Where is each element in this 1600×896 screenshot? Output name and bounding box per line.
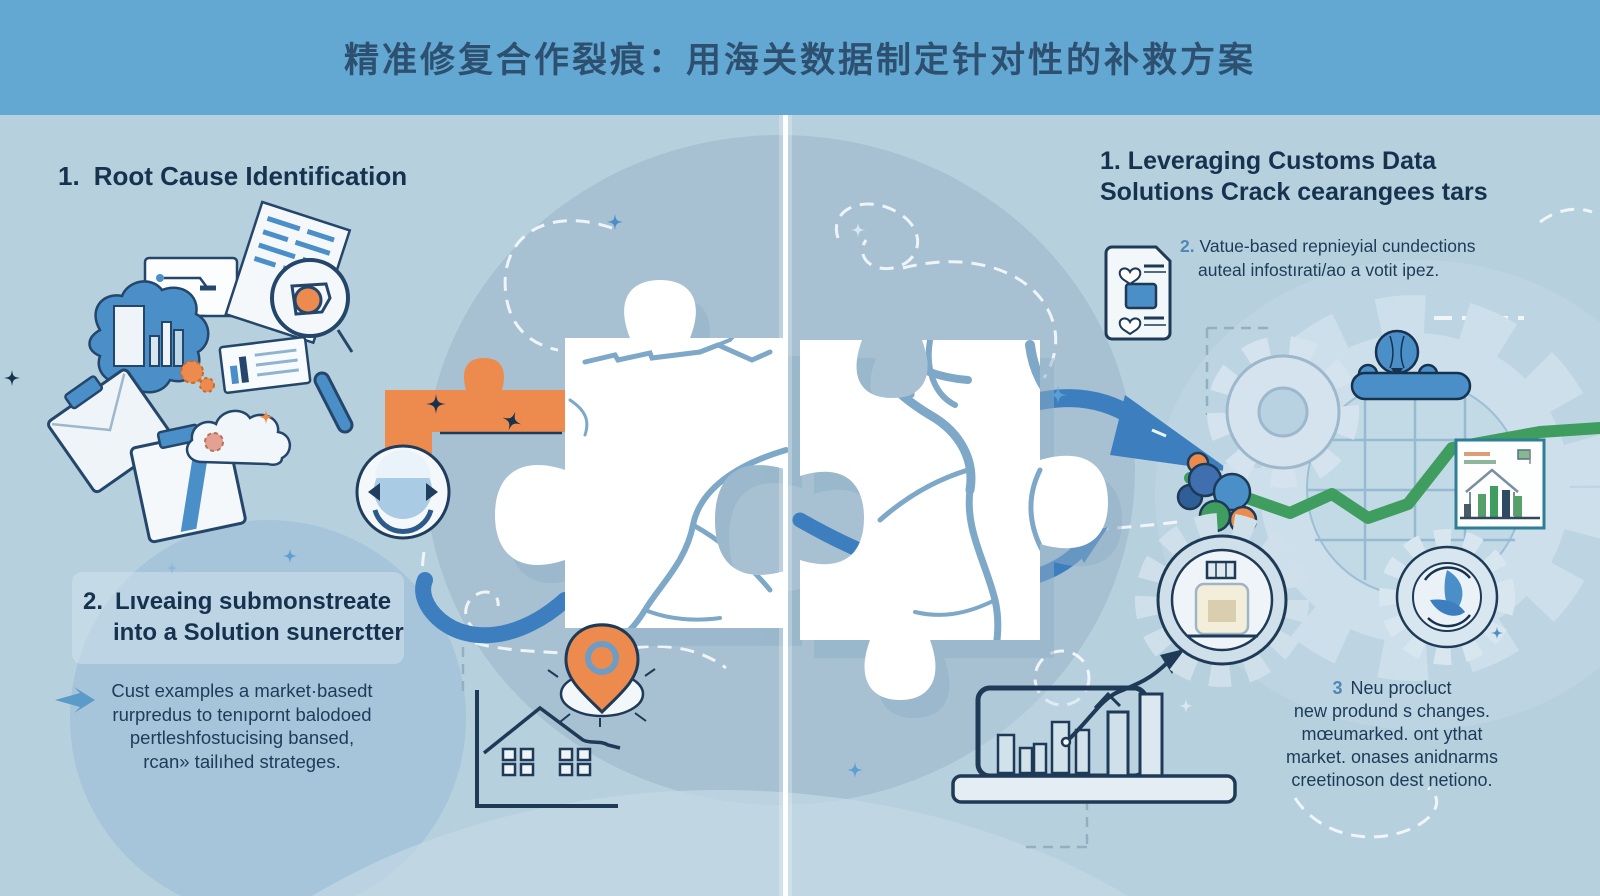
right-item3: 3 Neu procluct new prodund s changes. mœu…	[1272, 677, 1512, 792]
page-title: 精准修复合作裂痕：用海关数据制定针对性的补救方案	[343, 41, 1256, 80]
item-number: 3	[1332, 678, 1343, 698]
jar-gear-icon	[1135, 513, 1309, 687]
small-arrow-icon	[55, 687, 95, 713]
item-text: auteal infostırati/ao a votit ipez.	[1198, 260, 1440, 280]
item-text: Vatue-based repnieyial cundections	[1199, 236, 1476, 256]
item-text: Neu procluct	[1350, 678, 1452, 698]
left-icon-cluster	[47, 200, 354, 544]
right-gear-cluster	[1135, 295, 1600, 687]
heading-text: Solutions Crack cearangees tars	[1100, 178, 1488, 206]
stats-card-icon	[218, 336, 312, 394]
heading-text: Lıveaing submonstreate	[115, 588, 392, 615]
item-text: mœumarked. ont ythat	[1301, 724, 1483, 744]
paragraph-line: Cust examples a market·basedt	[111, 680, 373, 701]
section-number: 1.	[58, 161, 80, 191]
cloud-icon	[185, 409, 291, 466]
right-item2: 2. Vatue-based repnieyial cundections au…	[1180, 234, 1475, 282]
puzzle-piece-left	[495, 280, 788, 628]
location-pin-icon	[547, 623, 656, 727]
heading2-panel	[72, 572, 404, 664]
leaf-gear-icon	[1379, 529, 1515, 665]
orange-connector	[385, 358, 565, 469]
paragraph-line: pertleshfostucising bansed,	[129, 727, 355, 748]
center-divider	[779, 113, 792, 896]
bar-chart-blob-icon	[88, 280, 210, 394]
heading-text: Root Cause Identification	[93, 161, 408, 191]
orange-gear-icon	[180, 360, 215, 393]
small-gear-icon	[1207, 336, 1359, 488]
sparkle-icon	[3, 369, 21, 387]
sparkle-icon	[1178, 698, 1194, 714]
left-section1-heading: 1. Root Cause Identification	[58, 161, 407, 192]
right-section1-heading: 1. Leveraging Customs Data Solutions Cra…	[1100, 146, 1488, 208]
cycle-arrows-icon	[355, 444, 451, 540]
title-banner: 精准修复合作裂痕：用海关数据制定针对性的补救方案	[0, 0, 1600, 115]
magnifier-gear-icon	[270, 258, 354, 434]
trend-line	[1184, 422, 1600, 524]
framed-house-chart-icon	[1454, 438, 1546, 530]
left-section2-heading: 2. Lıveaing submonstreate into a Solution…	[83, 586, 404, 648]
item-text: new prodund s changes.	[1293, 701, 1491, 721]
heading-text: 1. Leveraging Customs Data	[1100, 147, 1437, 175]
heading-text: into a Solution sunerctter	[113, 619, 404, 646]
balloon-icon	[1350, 329, 1472, 401]
item-number: 2.	[1180, 236, 1195, 256]
gray-dashed-lines	[461, 326, 1272, 849]
house-graph-icon	[475, 690, 621, 808]
section-number: 2.	[83, 588, 104, 615]
cracks-left	[568, 318, 788, 628]
checklist-card-icon	[1104, 245, 1172, 341]
laptop-chart-icon	[951, 649, 1237, 804]
paragraph-line: rurpredus to tenıpornt balodoed	[112, 703, 372, 725]
item-text: creetinoson dest netiono.	[1291, 770, 1493, 790]
item-text: market. onases anidnarms	[1285, 747, 1499, 767]
left-paragraph: Cust examples a market·basedt rurpredus …	[92, 679, 392, 773]
paragraph-line: rcan» tailıhed strateges.	[143, 750, 341, 772]
